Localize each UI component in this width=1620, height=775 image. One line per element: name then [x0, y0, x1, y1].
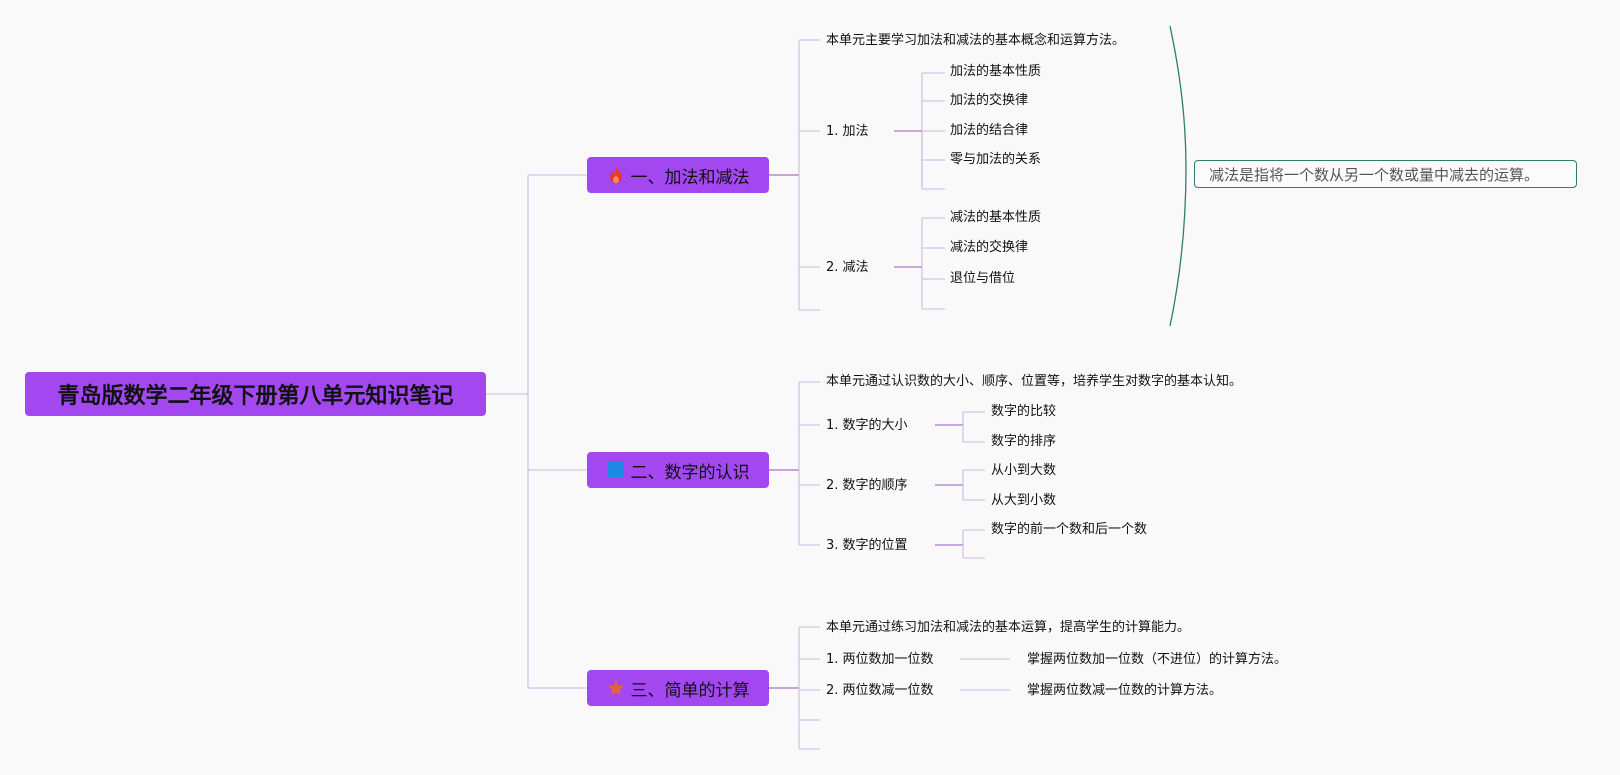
- subtopic-number-size[interactable]: 1. 数字的大小: [826, 418, 908, 433]
- list-item[interactable]: 数字的排序: [991, 434, 1057, 449]
- summary-brace: [1169, 25, 1187, 327]
- subtopic-two-digit-subtract[interactable]: 2. 两位数减一位数: [826, 683, 934, 698]
- subtopic-two-digit-add[interactable]: 1. 两位数加一位数: [826, 652, 934, 667]
- list-item[interactable]: 加法的交换律: [950, 93, 1029, 108]
- topic-intro: 本单元通过练习加法和减法的基本运算，提高学生的计算能力。: [826, 620, 1191, 635]
- fire-icon: [607, 166, 625, 184]
- list-item[interactable]: 减法的基本性质: [950, 210, 1042, 225]
- list-item[interactable]: 减法的交换律: [950, 240, 1029, 255]
- subtopic-detail[interactable]: 掌握两位数加一位数（不进位）的计算方法。: [1027, 652, 1288, 667]
- subtopic-addition[interactable]: 1. 加法: [826, 124, 869, 139]
- subtopic-number-order[interactable]: 2. 数字的顺序: [826, 478, 908, 493]
- subtopic-detail[interactable]: 掌握两位数减一位数的计算方法。: [1027, 683, 1223, 698]
- list-item[interactable]: 从小到大数: [991, 463, 1057, 478]
- topic-label: 一、加法和减法: [630, 167, 750, 188]
- topic-label: 二、数字的认识: [630, 462, 750, 483]
- topic-number-recognition[interactable]: 二、数字的认识: [587, 452, 769, 488]
- subtopic-subtraction[interactable]: 2. 减法: [826, 260, 869, 275]
- star-icon: [607, 679, 625, 697]
- list-item[interactable]: 数字的比较: [991, 404, 1057, 419]
- list-item[interactable]: 加法的结合律: [950, 123, 1029, 138]
- list-item[interactable]: 加法的基本性质: [950, 64, 1042, 79]
- list-item[interactable]: 从大到小数: [991, 493, 1057, 508]
- subtopic-number-position[interactable]: 3. 数字的位置: [826, 538, 908, 553]
- summary-text: 减法是指将一个数从另一个数或量中减去的运算。: [1209, 165, 1540, 184]
- topic-addition-subtraction[interactable]: 一、加法和减法: [587, 157, 769, 193]
- topic-intro: 本单元主要学习加法和减法的基本概念和运算方法。: [826, 33, 1126, 48]
- root-title: 青岛版数学二年级下册第八单元知识笔记: [57, 384, 454, 409]
- list-item[interactable]: 退位与借位: [950, 271, 1016, 286]
- summary-callout[interactable]: 减法是指将一个数从另一个数或量中减去的运算。: [1194, 160, 1577, 188]
- blue-square-icon: [607, 461, 625, 479]
- list-item[interactable]: 零与加法的关系: [950, 152, 1042, 167]
- topic-intro: 本单元通过认识数的大小、顺序、位置等，培养学生对数字的基本认知。: [826, 374, 1243, 389]
- root-node[interactable]: 青岛版数学二年级下册第八单元知识笔记: [25, 372, 486, 416]
- list-item[interactable]: 数字的前一个数和后一个数: [991, 522, 1148, 537]
- topic-simple-calculation[interactable]: 三、简单的计算: [587, 670, 769, 706]
- topic-label: 三、简单的计算: [630, 680, 750, 701]
